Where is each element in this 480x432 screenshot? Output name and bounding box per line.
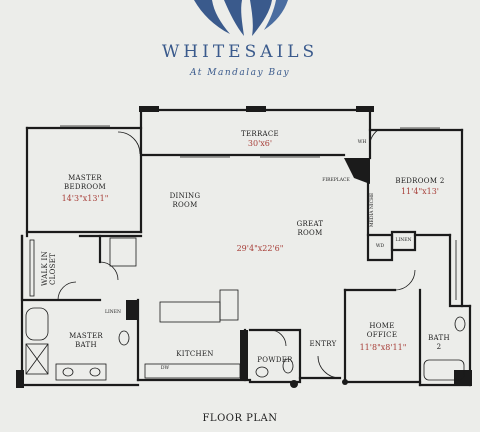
- powder-box: [248, 328, 302, 384]
- master-bedroom-dims: 14'3"x13'1": [61, 194, 109, 203]
- kitchen-counter: [144, 363, 241, 379]
- terrace-dims: 30'x6': [247, 139, 273, 148]
- bedroom-2-dims: 11'4"x13': [400, 187, 440, 196]
- toilet-master: [118, 330, 130, 346]
- door-swing-closet: [57, 281, 77, 301]
- linen-box: [390, 230, 417, 252]
- door-swing-bath: [99, 261, 119, 281]
- shower-x-2: [25, 343, 49, 375]
- powder-toilet: [282, 358, 294, 374]
- door-swing-office: [394, 269, 416, 291]
- kitchen-island: [159, 301, 221, 323]
- dining-room-label-2: ROOM: [172, 201, 198, 209]
- sink-master-1: [62, 367, 74, 377]
- dining-room-label-1: DINING: [169, 192, 201, 200]
- vanity-master: [55, 363, 107, 381]
- bath2-tub: [423, 359, 465, 381]
- closet2: [448, 233, 472, 308]
- terrace-post-3: [356, 106, 374, 112]
- great-room-label-1: GREAT: [296, 220, 324, 228]
- terrace-post-2: [246, 106, 266, 112]
- walk-in-closet-label: WALK IN CLOSET: [41, 251, 57, 287]
- home-office-label-2: OFFICE: [366, 331, 398, 339]
- door-swing-powder: [269, 329, 287, 347]
- sink-master-2: [89, 367, 101, 377]
- sails-logo-icon: [194, 0, 288, 36]
- wd-box: [366, 233, 394, 262]
- terrace-post-1: [139, 106, 159, 112]
- linen-label-1: LINEN: [395, 238, 412, 243]
- fireplace-block: [344, 158, 370, 184]
- home-office-label-1: HOME: [369, 322, 395, 330]
- floor-plan-title: FLOOR PLAN: [202, 413, 278, 424]
- column-1: [126, 300, 138, 320]
- bath-2-label-2: 2: [436, 343, 442, 351]
- entry-label: ENTRY: [309, 340, 337, 348]
- door-swing-bed2: [369, 129, 379, 151]
- fireplace-label: FIREPLACE: [322, 178, 350, 183]
- column-2: [240, 330, 248, 380]
- wd-label: WD: [375, 244, 385, 249]
- bathtub-master: [25, 307, 49, 341]
- door-swing-master: [117, 131, 141, 155]
- brand-tagline: At Mandalay Bay: [189, 68, 291, 78]
- bath-2-label-1: BATH: [428, 334, 450, 342]
- linen-label-2: LINEN: [105, 310, 121, 315]
- great-room-dims: 29'4"x22'6": [236, 244, 284, 253]
- brand-name: WHITESAILS: [161, 42, 319, 62]
- great-room-label-2: ROOM: [297, 229, 323, 237]
- home-office-dims: 11'8"x8'11": [359, 343, 407, 352]
- kitchen-label: KITCHEN: [176, 350, 214, 358]
- powder-sink: [255, 366, 269, 378]
- shower-master: [25, 343, 49, 375]
- closet-wall: [20, 234, 102, 302]
- column-3: [16, 370, 24, 388]
- bath2-toilet: [454, 316, 466, 332]
- bedroom-2-label: BEDROOM 2: [395, 177, 445, 185]
- wh-label: WH: [357, 140, 367, 145]
- powder-label: POWDER: [257, 356, 293, 364]
- fridge: [219, 289, 239, 321]
- master-bath-label-1: MASTER: [69, 332, 103, 340]
- post-dot-2: [342, 379, 348, 385]
- post-dot-1: [290, 380, 298, 388]
- master-bath-label-2: BATH: [75, 341, 97, 349]
- master-bedroom-label-1: MASTER: [68, 174, 102, 182]
- closet-shelf: [29, 239, 35, 297]
- master-bedroom-label-2: BEDROOM: [64, 183, 106, 191]
- closet-shelf-2: [109, 237, 137, 267]
- terrace-label: TERRACE: [241, 130, 279, 138]
- dw-label: DW: [160, 366, 170, 371]
- media-niche-label: MEDIA NICHE: [370, 192, 375, 228]
- door-swing-entry: [317, 355, 341, 379]
